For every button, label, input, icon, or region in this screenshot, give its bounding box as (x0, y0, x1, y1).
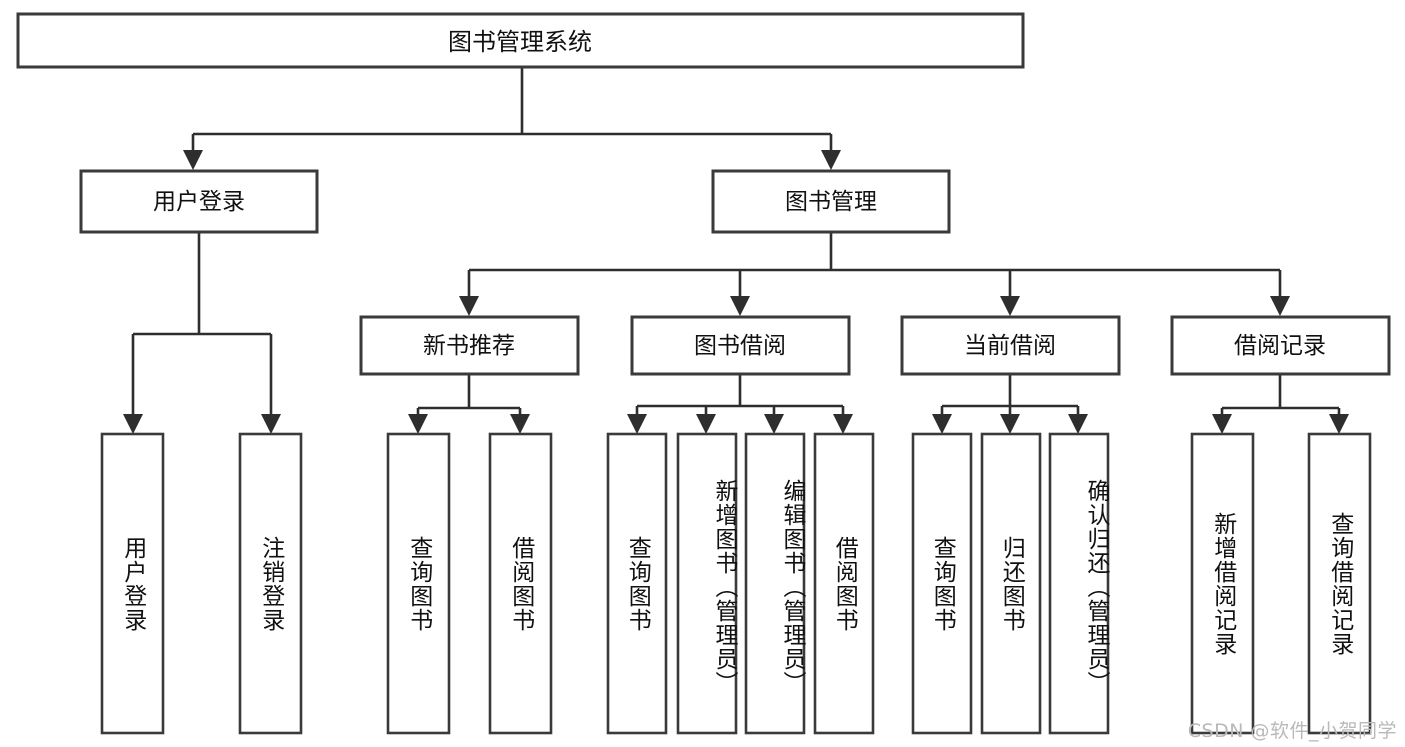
arrow-current-borrow (1000, 296, 1020, 316)
arrow-book-borrow-leaf-0 (627, 414, 647, 434)
node-book-borrow-box[interactable] (630, 315, 851, 376)
watermark-text: CSDN @软件_小贺同学 (1187, 720, 1397, 742)
node-new-book-rec[interactable]: 新书推荐 (359, 315, 580, 376)
arrow-book-borrow (730, 296, 750, 316)
leaf-box-current-borrow-1[interactable] (980, 432, 1042, 735)
arrow-current-borrow-leaf-2 (1068, 414, 1088, 434)
node-current-borrow-box[interactable] (900, 315, 1121, 376)
node-new-book-rec-box[interactable] (359, 315, 580, 376)
arrow-book-borrow-leaf-2 (764, 414, 784, 434)
leaf-box-book-borrow-3[interactable] (813, 432, 875, 735)
arrow-new-book-rec (459, 296, 479, 316)
leaf-box-borrow-record-1[interactable] (1307, 432, 1372, 735)
node-user-login-label: 用户登录 (153, 189, 245, 215)
node-book-manage-box[interactable] (711, 169, 951, 234)
node-root[interactable]: 图书管理系统 (16, 12, 1025, 69)
arrow-borrow-record-leaf-1 (1329, 414, 1349, 434)
leaf-group-new-book-rec (386, 432, 553, 735)
leaf-box-new-book-rec-0[interactable] (386, 432, 451, 735)
arrow-new-book-rec-leaf-1 (510, 414, 530, 434)
arrow-book-manage (821, 150, 841, 170)
arrow-borrow-record (1270, 296, 1290, 316)
leaf-group-current-borrow (911, 432, 1110, 735)
connector-new-book-rec-to-leaves (408, 375, 530, 434)
node-book-manage[interactable]: 图书管理 (711, 169, 951, 234)
node-new-book-rec-label: 新书推荐 (423, 333, 515, 359)
node-root-label: 图书管理系统 (448, 28, 592, 56)
node-book-borrow-label: 图书借阅 (694, 333, 786, 359)
node-current-borrow-label: 当前借阅 (964, 333, 1056, 359)
arrow-current-borrow-leaf-0 (932, 414, 952, 434)
arrow-new-book-rec-leaf-0 (408, 414, 428, 434)
leaf-box-user-login-1[interactable] (238, 432, 303, 735)
node-root-box[interactable] (16, 12, 1025, 69)
node-user-login-box[interactable] (79, 169, 319, 234)
connector-root-to-level1 (183, 67, 841, 170)
arrow-user-login-leaf-0 (123, 414, 143, 434)
leaf-group-user-login (100, 432, 303, 735)
node-borrow-record-box[interactable] (1170, 315, 1391, 376)
node-borrow-record[interactable]: 借阅记录 (1170, 315, 1391, 376)
connector-current-borrow-to-leaves (932, 375, 1088, 434)
connector-book-borrow-to-leaves (627, 375, 853, 434)
arrow-current-borrow-leaf-1 (1000, 414, 1020, 434)
leaf-box-book-borrow-2[interactable] (744, 432, 806, 735)
node-book-borrow[interactable]: 图书借阅 (630, 315, 851, 376)
connector-book-manage-to-level2 (459, 233, 1290, 316)
leaf-box-borrow-record-0[interactable] (1190, 432, 1255, 735)
arrow-borrow-record-leaf-0 (1212, 414, 1232, 434)
leaf-box-book-borrow-0[interactable] (606, 432, 668, 735)
leaf-box-current-borrow-0[interactable] (911, 432, 973, 735)
arrow-book-borrow-leaf-3 (833, 414, 853, 434)
leaf-box-current-borrow-2[interactable] (1048, 432, 1110, 735)
leaf-group-book-borrow (606, 432, 875, 735)
node-user-login[interactable]: 用户登录 (79, 169, 319, 234)
arrow-book-borrow-leaf-1 (696, 414, 716, 434)
node-current-borrow[interactable]: 当前借阅 (900, 315, 1121, 376)
arrow-user-login (183, 150, 203, 170)
leaf-box-book-borrow-1[interactable] (676, 432, 738, 735)
leaf-box-user-login-0[interactable] (100, 432, 165, 735)
connector-borrow-record-to-leaves (1212, 375, 1349, 434)
arrow-user-login-leaf-1 (261, 414, 281, 434)
leaf-box-new-book-rec-1[interactable] (488, 432, 553, 735)
node-borrow-record-label: 借阅记录 (1234, 333, 1326, 359)
leaf-group-borrow-record (1190, 432, 1372, 735)
node-book-manage-label: 图书管理 (785, 189, 877, 215)
connector-user-login-to-leaves (123, 233, 281, 434)
